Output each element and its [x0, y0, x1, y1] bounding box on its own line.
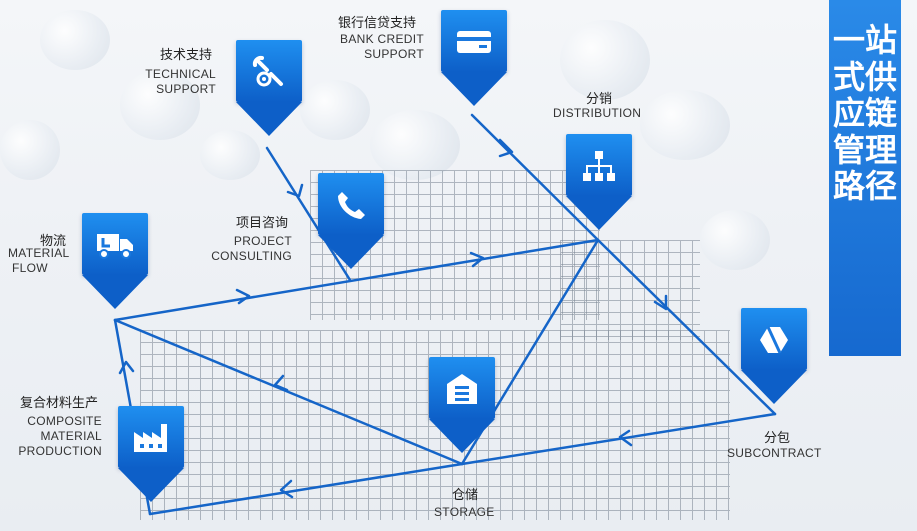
label-subcontract-cn: 分包	[764, 430, 791, 445]
grid-panel	[560, 240, 700, 340]
label-bank-credit-cn: 银行信贷支持	[338, 15, 417, 30]
label-logistics-en-2: FLOW	[12, 261, 48, 275]
background-pellet	[700, 210, 770, 270]
label-technical-en-2: SUPPORT	[156, 82, 216, 96]
arrow-head	[286, 183, 304, 198]
label-composite-en-3: PRODUCTION	[18, 444, 102, 458]
label-technical-cn: 技术支持	[160, 47, 213, 62]
link-subcontract-to-storage	[460, 412, 777, 466]
background-pellet	[200, 130, 260, 180]
label-composite-en-1: COMPOSITE	[27, 414, 102, 428]
tools-icon	[249, 54, 289, 90]
label-logistics-en-1: MATERIAL	[8, 246, 70, 260]
label-project-en-2: CONSULTING	[211, 249, 292, 263]
label-technical-en-1: TECHNICAL	[145, 67, 216, 81]
factory-icon	[131, 420, 171, 456]
truck-icon	[95, 227, 135, 263]
arrow-head	[235, 288, 251, 305]
node-material-flow[interactable]	[82, 213, 148, 309]
background-pellet	[120, 70, 200, 140]
side-title: 一站式供应链管理路径	[832, 21, 897, 205]
arrow-head	[469, 251, 485, 268]
arrow-head	[618, 429, 633, 447]
label-distribution-en: DISTRIBUTION	[553, 106, 642, 120]
node-subcontract[interactable]	[741, 308, 807, 404]
background-pellet	[0, 120, 60, 180]
label-composite-en-2: MATERIAL	[40, 429, 102, 443]
arrow-head	[653, 294, 668, 311]
background-pellet	[640, 90, 730, 160]
label-bank-credit-en: BANK CREDIT SUPPORT	[340, 32, 424, 61]
phone-icon	[331, 187, 371, 223]
warehouse-icon	[442, 371, 482, 407]
hierarchy-icon	[579, 148, 619, 184]
credit-card-icon	[454, 24, 494, 60]
node-distribution[interactable]	[566, 134, 632, 230]
link-storage-to-composite	[148, 462, 464, 516]
link-logistics-to-storage	[113, 318, 464, 466]
arrow-head	[273, 374, 289, 392]
box-icon	[754, 322, 794, 358]
background-pellet	[300, 80, 370, 140]
node-bank-credit[interactable]	[441, 10, 507, 106]
background-pellet	[40, 10, 110, 70]
label-logistics-cn: 物流	[40, 233, 67, 248]
label-distribution-cn: 分销	[586, 91, 613, 106]
background-pellet	[560, 20, 650, 100]
node-composite-production[interactable]	[118, 406, 184, 502]
label-composite-cn: 复合材料生产	[20, 395, 99, 410]
label-storage-en: STORAGE	[434, 505, 495, 519]
label-project-en-1: PROJECT	[233, 234, 292, 248]
node-storage[interactable]	[429, 357, 495, 453]
label-project-cn: 项目咨询	[236, 215, 289, 230]
arrow-head	[498, 138, 514, 158]
node-technical-support[interactable]	[236, 40, 302, 136]
label-subcontract-en: SUBCONTRACT	[727, 446, 822, 460]
node-project-consulting[interactable]	[318, 173, 384, 269]
arrow-head	[118, 360, 135, 375]
arrow-head	[279, 479, 294, 499]
link-logistics-to-distribution	[113, 238, 600, 322]
side-title-banner: 一站式供应链管理路径	[829, 0, 901, 356]
label-storage-cn: 仓储	[452, 487, 479, 502]
background-pellet	[370, 110, 460, 180]
